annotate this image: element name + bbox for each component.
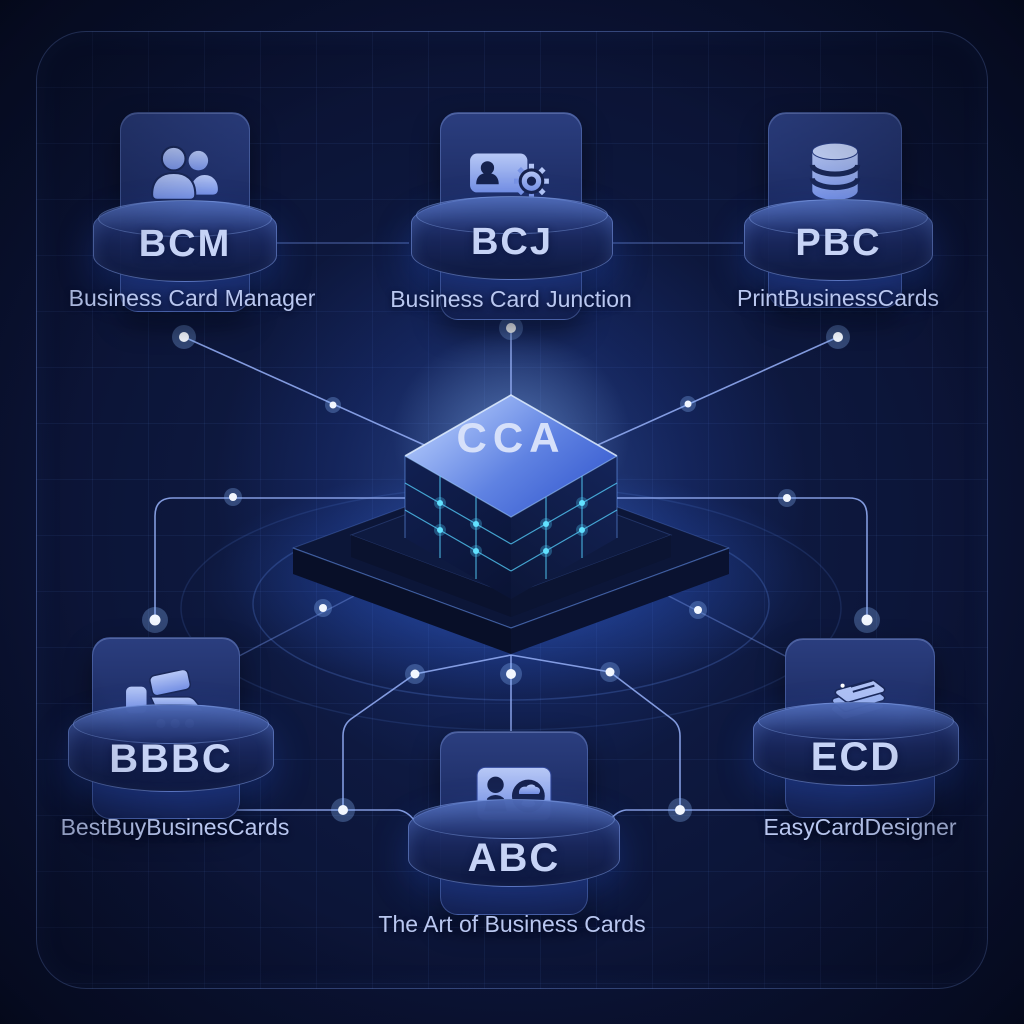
vignette-overlay: [0, 0, 1024, 1024]
diagram-canvas: CCA: [0, 0, 1024, 1024]
